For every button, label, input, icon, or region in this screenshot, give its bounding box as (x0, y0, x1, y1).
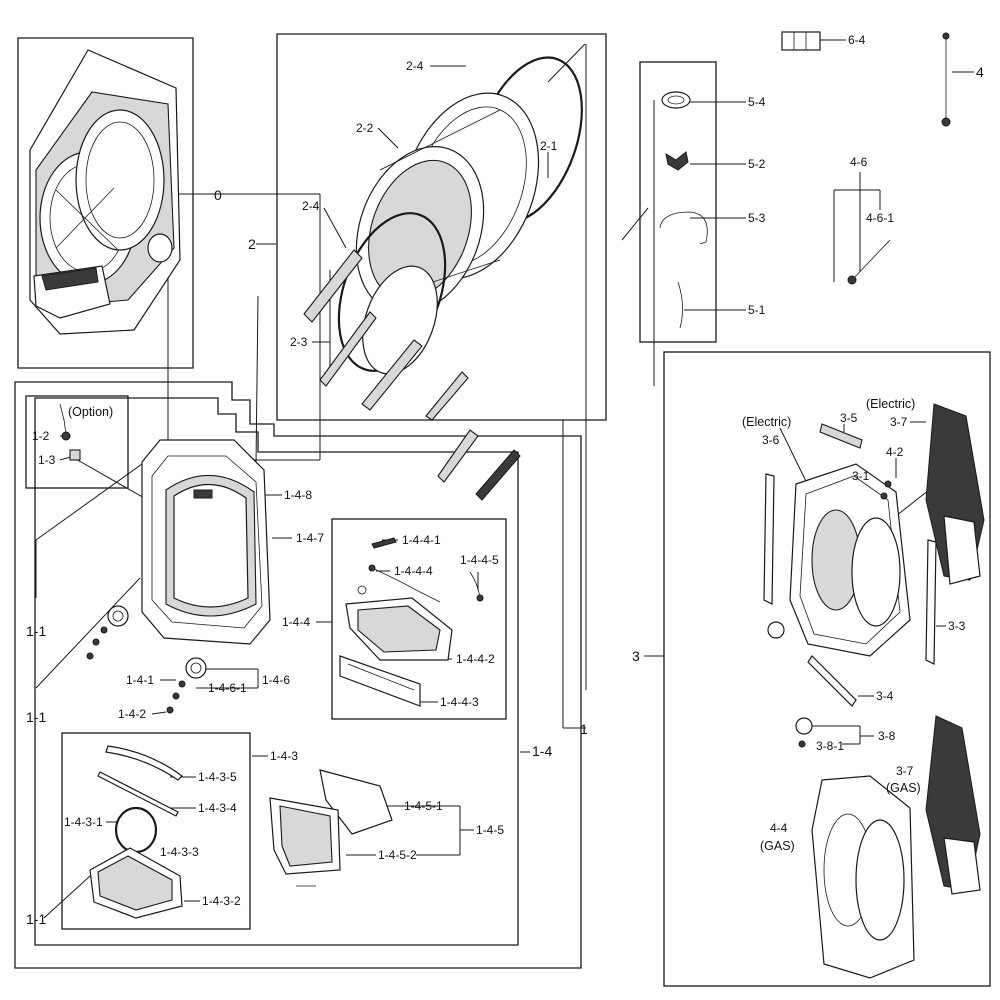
callout-1-4-6: 1-4-6 (262, 673, 290, 687)
note-gas-3-7: (GAS) (886, 781, 921, 795)
callout-1-3: 1-3 (38, 453, 56, 467)
front-panel-illustration (86, 439, 271, 714)
callout-0: 0 (214, 187, 222, 203)
callout-4-4: 4-4 (770, 821, 788, 835)
callout-3-1: 3-1 (852, 469, 870, 483)
lint-filter-illustration (269, 769, 393, 887)
callout-1-4-3: 1-4-3 (270, 749, 298, 763)
assembly-0-frame (17, 37, 194, 369)
callout-1-4-6-1: 1-4-6-1 (208, 681, 247, 695)
drum-assembly-illustration (29, 49, 181, 335)
option-frame (25, 395, 129, 489)
callout-3-8-1: 3-8-1 (816, 739, 844, 753)
callout-5-3: 5-3 (748, 211, 766, 225)
callout-1-1-lower: 1-1 (26, 911, 46, 927)
callout-6-4: 6-4 (848, 33, 866, 47)
callout-1-1-middle: 1-1 (26, 709, 46, 725)
note-option: (Option) (68, 405, 113, 419)
group-3-frame (663, 351, 991, 987)
callout-3-7-electric: 3-7 (890, 415, 908, 429)
callout-1-1-upper: 1-1 (26, 623, 46, 639)
callout-3-8: 3-8 (878, 729, 896, 743)
callout-1-4-5: 1-4-5 (476, 823, 504, 837)
callout-1-4-3-2: 1-4-3-2 (202, 894, 241, 908)
group-2-drum-illustration (303, 56, 583, 501)
callout-1-4-3-5: 1-4-3-5 (198, 770, 237, 784)
callout-3-5: 3-5 (840, 411, 858, 425)
group-1-4-3-frame (61, 732, 251, 930)
group-frames (14, 33, 991, 987)
group-3-illustration (763, 403, 985, 979)
top-right-parts-illustration (781, 31, 951, 285)
callout-3-6: 3-6 (762, 433, 780, 447)
callout-1-4-3-1: 1-4-3-1 (64, 815, 103, 829)
note-electric-3-6: (Electric) (742, 415, 791, 429)
callout-5-4: 5-4 (748, 95, 766, 109)
callout-1-4-5-2: 1-4-5-2 (378, 848, 417, 862)
group-notes: (Option) (Electric) (Electric) (GAS) (GA… (68, 397, 921, 853)
callout-1-4-5-1: 1-4-5-1 (404, 799, 443, 813)
callout-2-2: 2-2 (356, 121, 374, 135)
group-5-frame (639, 61, 717, 343)
callout-5-2: 5-2 (748, 157, 766, 171)
option-parts-illustration (59, 403, 81, 461)
group-1-frame (14, 381, 582, 969)
callout-1-4-4-4: 1-4-4-4 (394, 564, 433, 578)
callout-3-7-gas: 3-7 (896, 764, 914, 778)
group-5-parts-illustration (659, 91, 708, 329)
callout-1-4-4-2: 1-4-4-2 (456, 652, 495, 666)
callout-1-4-4-5: 1-4-4-5 (460, 553, 499, 567)
note-electric-3-7: (Electric) (866, 397, 915, 411)
callout-2-4-top: 2-4 (406, 59, 424, 73)
group-1-4-frame (34, 397, 519, 946)
callout-2-3: 2-3 (290, 335, 308, 349)
callout-3-3: 3-3 (948, 619, 966, 633)
group-2-frame (276, 33, 607, 421)
group-1-4-4-illustration (339, 537, 484, 707)
callout-1-4-4: 1-4-4 (282, 615, 310, 629)
callout-4-6-1: 4-6-1 (866, 211, 894, 225)
group-1-4-4-frame (331, 518, 507, 720)
callout-1-4-7: 1-4-7 (296, 531, 324, 545)
callout-1-4-2: 1-4-2 (118, 707, 146, 721)
callout-1-4-4-1: 1-4-4-1 (402, 533, 441, 547)
callout-4-6: 4-6 (850, 155, 868, 169)
callout-3-4: 3-4 (876, 689, 894, 703)
callout-1-2: 1-2 (32, 429, 50, 443)
callout-1: 1 (580, 721, 588, 737)
callout-1-4: 1-4 (532, 743, 552, 759)
callout-2-4-left: 2-4 (302, 199, 320, 213)
callout-1-4-4-3: 1-4-4-3 (440, 695, 479, 709)
note-gas-4-4: (GAS) (760, 839, 795, 853)
group-1-4-3-illustration (89, 745, 183, 919)
callout-5-1: 5-1 (748, 303, 766, 317)
callout-4: 4 (976, 64, 984, 80)
callout-1-4-3-4: 1-4-3-4 (198, 801, 237, 815)
callout-1-4-3-3: 1-4-3-3 (160, 845, 199, 859)
group-callouts: 0 1 1-1 1-1 1-1 1-2 1-3 1-4 1-4-1 1-4-2 … (26, 33, 984, 927)
callout-3: 3 (632, 648, 640, 664)
callout-1-4-8: 1-4-8 (284, 488, 312, 502)
callout-4-2: 4-2 (886, 445, 904, 459)
callout-2-1: 2-1 (540, 139, 558, 153)
callout-2: 2 (248, 236, 256, 252)
callout-1-4-1: 1-4-1 (126, 673, 154, 687)
